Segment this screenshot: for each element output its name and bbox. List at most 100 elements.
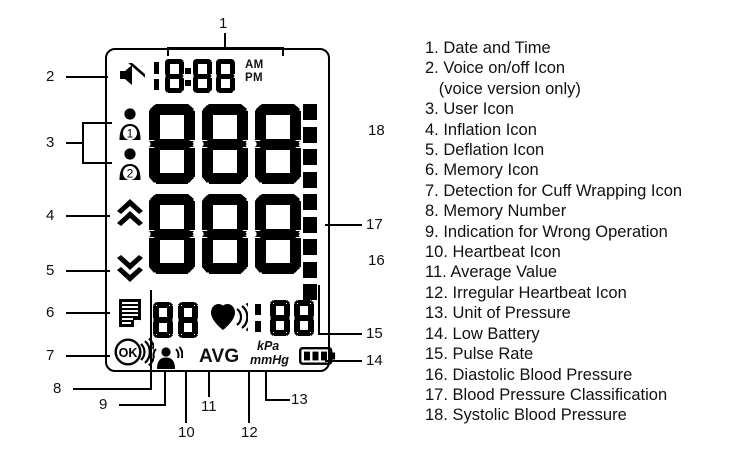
lcd-panel: AM PM 1 2 bbox=[105, 48, 336, 372]
time-colon bbox=[184, 59, 193, 93]
callout-16-number: 16 bbox=[368, 252, 385, 269]
user-2-icon: 2 bbox=[117, 147, 143, 181]
legend-list: 1. Date and Time 2. Voice on/off Icon (v… bbox=[425, 38, 745, 426]
pulse-digit-3 bbox=[294, 300, 314, 336]
callout-4-line bbox=[66, 215, 110, 217]
callout-15-line bbox=[318, 333, 362, 335]
callout-18-number: 18 bbox=[368, 122, 385, 139]
systolic-digit-1 bbox=[149, 104, 195, 184]
pressure-unit: kPa mmHg bbox=[250, 339, 289, 367]
callout-8-number: 8 bbox=[53, 380, 62, 397]
memory-pages-icon bbox=[117, 298, 143, 328]
callout-15-number: 15 bbox=[366, 325, 383, 342]
classification-segment bbox=[303, 126, 317, 143]
legend-item: 14. Low Battery bbox=[425, 324, 540, 343]
systolic-digits bbox=[149, 104, 301, 184]
time-hour-tens bbox=[154, 59, 161, 93]
callout-1-number: 1 bbox=[219, 15, 228, 32]
callout-1-bracket-left bbox=[167, 47, 169, 56]
legend-item: 18. Systolic Blood Pressure bbox=[425, 406, 627, 425]
callout-9-number: 9 bbox=[99, 396, 108, 413]
unit-kpa: kPa bbox=[257, 339, 280, 353]
legend-item: 4. Inflation Icon bbox=[425, 120, 537, 139]
battery-icon bbox=[299, 346, 337, 366]
svg-text:1: 1 bbox=[127, 127, 134, 141]
legend-item: 5. Deflation Icon bbox=[425, 141, 545, 160]
classification-segment bbox=[303, 149, 317, 165]
callout-3-line-top bbox=[82, 122, 112, 124]
legend-item: 16. Diastolic Blood Pressure bbox=[425, 365, 633, 384]
callout-2-line bbox=[66, 76, 108, 78]
classification-segment bbox=[303, 284, 317, 300]
callout-17-line bbox=[325, 224, 362, 226]
callout-10-number: 10 bbox=[178, 424, 195, 441]
callout-8-line bbox=[73, 388, 152, 390]
memory-number-digit-2 bbox=[178, 302, 198, 338]
classification-bar bbox=[303, 104, 317, 300]
memory-number-digit-1 bbox=[153, 302, 173, 338]
callout-17-number: 17 bbox=[366, 216, 383, 233]
callout-9-line bbox=[119, 404, 166, 406]
am-label: AM bbox=[245, 59, 264, 71]
callout-1-bracket-top bbox=[167, 47, 284, 49]
callout-8-stem bbox=[150, 290, 152, 390]
callout-2-number: 2 bbox=[46, 68, 55, 85]
callout-10-stem bbox=[185, 372, 187, 423]
pulse-rate-digits bbox=[255, 300, 314, 336]
classification-segment bbox=[303, 239, 317, 255]
svg-text:OK: OK bbox=[119, 346, 138, 360]
legend-item: (voice version only) bbox=[425, 79, 581, 98]
callout-14-line bbox=[325, 360, 362, 362]
callout-13-line bbox=[265, 399, 290, 401]
systolic-digit-3 bbox=[255, 104, 301, 184]
callout-13-number: 13 bbox=[291, 391, 308, 408]
svg-text:2: 2 bbox=[127, 167, 134, 181]
time-minute-ones bbox=[216, 59, 236, 93]
callout-9-stem bbox=[164, 372, 166, 406]
diastolic-digits bbox=[149, 194, 301, 274]
pulse-digit-1 bbox=[255, 300, 263, 336]
chevron-down-double-icon bbox=[116, 253, 144, 283]
diastolic-digit-2 bbox=[202, 194, 248, 274]
callout-7-number: 7 bbox=[46, 347, 55, 364]
classification-segment bbox=[303, 104, 317, 120]
classification-segment bbox=[303, 216, 317, 233]
person-motion-icon bbox=[148, 345, 184, 370]
legend-item: 3. User Icon bbox=[425, 100, 514, 119]
callout-1-bracket-right bbox=[282, 47, 284, 56]
callout-6-line bbox=[66, 312, 110, 314]
callout-12-number: 12 bbox=[241, 424, 258, 441]
ampm-indicator: AM PM bbox=[245, 59, 264, 85]
legend-items: 1. Date and Time 2. Voice on/off Icon (v… bbox=[425, 38, 745, 426]
ok-waves-icon: OK bbox=[114, 337, 156, 367]
classification-segment bbox=[303, 171, 317, 188]
pulse-digit-2 bbox=[270, 300, 290, 336]
unit-mmhg: mmHg bbox=[250, 352, 289, 367]
callout-4-number: 4 bbox=[46, 207, 55, 224]
diastolic-digit-1 bbox=[149, 194, 195, 274]
callout-1-stem bbox=[224, 33, 226, 48]
memory-number bbox=[153, 302, 198, 338]
classification-segment bbox=[303, 194, 317, 210]
legend-item: 7. Detection for Cuff Wrapping Icon bbox=[425, 181, 683, 200]
callout-7-line bbox=[66, 355, 110, 357]
callout-11-stem bbox=[208, 372, 210, 397]
legend-item: 2. Voice on/off Icon bbox=[425, 59, 566, 78]
callout-6-number: 6 bbox=[46, 304, 55, 321]
callout-11-number: 11 bbox=[201, 398, 217, 415]
callout-3-line-bottom bbox=[82, 162, 112, 164]
diastolic-digit-3 bbox=[255, 194, 301, 274]
legend-item: 17. Blood Pressure Classification bbox=[425, 385, 668, 404]
speaker-muted-icon bbox=[117, 58, 148, 87]
user-1-icon: 1 bbox=[117, 107, 143, 141]
classification-segment bbox=[303, 261, 317, 278]
legend-item: 1. Date and Time bbox=[425, 39, 551, 57]
callout-3-stem bbox=[66, 142, 84, 144]
legend-item: 15. Pulse Rate bbox=[425, 345, 534, 364]
legend-item: 10. Heartbeat Icon bbox=[425, 243, 561, 262]
callout-14-number: 14 bbox=[366, 352, 383, 369]
callout-5-number: 5 bbox=[46, 262, 55, 279]
callout-13-stem bbox=[265, 372, 267, 401]
callout-3-number: 3 bbox=[46, 134, 55, 151]
